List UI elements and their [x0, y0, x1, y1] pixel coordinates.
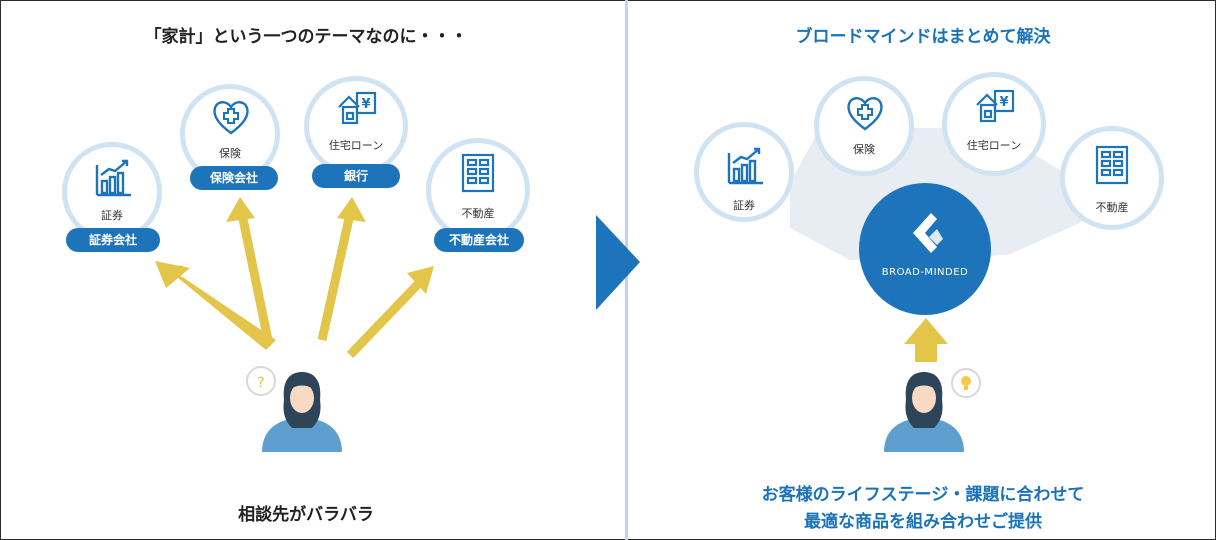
- right-caption-line2: 最適な商品を組み合わせご提供: [804, 512, 1042, 532]
- left-real-estate-circle: 不動産: [426, 138, 530, 242]
- up-arrow: [904, 318, 948, 362]
- left-securities-pill: 証券会社: [66, 228, 160, 252]
- building-icon: [1095, 145, 1129, 185]
- right-securities-circle: 証券: [694, 122, 794, 222]
- left-real-estate-pill: 不動産会社: [434, 228, 524, 252]
- arrow-to-insurance: [226, 197, 273, 341]
- right-housing-loan-label: 住宅ローン: [966, 139, 1022, 152]
- bm-logo-text: BROAD-MINDED: [881, 267, 969, 278]
- heart-cross-icon: [213, 101, 249, 135]
- left-housing-loan-circle: ¥ 住宅ローン: [304, 76, 408, 176]
- chart-icon: [727, 147, 763, 185]
- right-real-estate-label: 不動産: [1095, 201, 1129, 214]
- right-real-estate-circle: 不動産: [1060, 126, 1164, 230]
- left-securities-circle: 証券: [62, 142, 162, 242]
- right-insurance-label: 保険: [853, 143, 875, 156]
- svg-text:?: ?: [257, 375, 264, 391]
- left-insurance-label: 保険: [219, 147, 241, 160]
- left-bank-pill: 銀行: [312, 164, 400, 188]
- right-caption-line1: お客様のライフステージ・課題に合わせて: [761, 485, 1085, 505]
- left-panel-title: 「家計」という一つのテーマなのに・・・: [144, 27, 468, 47]
- transition-chevron: [596, 215, 640, 310]
- left-real-estate-label: 不動産: [461, 207, 495, 220]
- right-insurance-circle: 保険: [814, 76, 914, 176]
- svg-text:¥: ¥: [361, 97, 370, 112]
- house-yen-icon: ¥: [976, 89, 1015, 123]
- house-yen-icon: ¥: [338, 91, 377, 125]
- left-panel-caption: 相談先がバラバラ: [238, 505, 374, 525]
- svg-text:¥: ¥: [999, 95, 1008, 110]
- left-securities-label: 証券: [101, 209, 123, 222]
- right-panel-title: ブロードマインドはまとめて解決: [795, 27, 1051, 47]
- right-housing-loan-circle: ¥ 住宅ローン: [942, 72, 1046, 176]
- right-securities-label: 証券: [733, 199, 755, 212]
- left-insurance-pill: 保険会社: [190, 166, 278, 190]
- broad-minded-logo: BROAD-MINDED: [859, 183, 991, 315]
- arrow-to-securities: [155, 261, 276, 350]
- left-housing-loan-label: 住宅ローン: [328, 139, 384, 152]
- right-person-illustration: [884, 368, 981, 452]
- building-icon: [461, 153, 495, 193]
- chart-icon: [95, 159, 131, 197]
- left-person-illustration: ?: [246, 366, 342, 452]
- bm-logo-mark-icon: [913, 213, 943, 253]
- arrow-to-bank: [317, 197, 366, 341]
- heart-cross-icon: [847, 97, 883, 131]
- arrow-to-realestate: [346, 266, 434, 359]
